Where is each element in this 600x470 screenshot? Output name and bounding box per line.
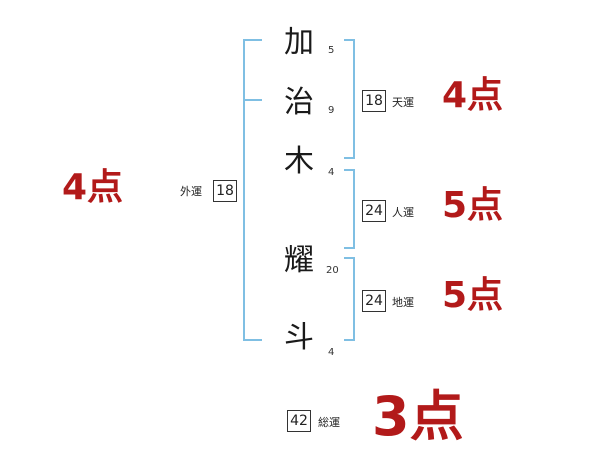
stroke-count-3: 4 xyxy=(328,167,335,178)
stroke-count-2: 9 xyxy=(328,105,335,116)
gaiun-score: 4点 xyxy=(62,167,124,208)
chiun-value: 24 xyxy=(362,290,386,312)
jinun-label: 人運 xyxy=(392,206,414,219)
tenun-label: 天運 xyxy=(392,96,414,109)
jinun-value: 24 xyxy=(362,200,386,222)
souun-value: 42 xyxy=(287,410,311,432)
tenun-bracket xyxy=(344,39,355,159)
chiun-bracket xyxy=(344,257,355,341)
tenun-score: 4点 xyxy=(442,75,504,116)
name-char-4: 耀 xyxy=(284,243,314,278)
chiun-label: 地運 xyxy=(392,296,414,309)
name-char-2: 治 xyxy=(284,85,314,120)
chiun-score: 5点 xyxy=(442,275,504,316)
gaiun-label: 外運 xyxy=(180,185,202,198)
gaiun-value: 18 xyxy=(213,180,237,202)
stroke-count-4: 20 xyxy=(326,265,339,276)
tenun-value: 18 xyxy=(362,90,386,112)
jinun-bracket xyxy=(344,169,355,249)
stroke-count-5: 4 xyxy=(328,347,335,358)
jinun-score: 5点 xyxy=(442,185,504,226)
outer-bracket xyxy=(243,39,262,341)
name-char-1: 加 xyxy=(284,25,314,60)
name-char-5: 斗 xyxy=(284,320,314,355)
souun-label: 総運 xyxy=(318,416,340,429)
stroke-count-1: 5 xyxy=(328,45,335,56)
souun-score: 3点 xyxy=(372,385,464,448)
name-char-3: 木 xyxy=(284,144,314,179)
